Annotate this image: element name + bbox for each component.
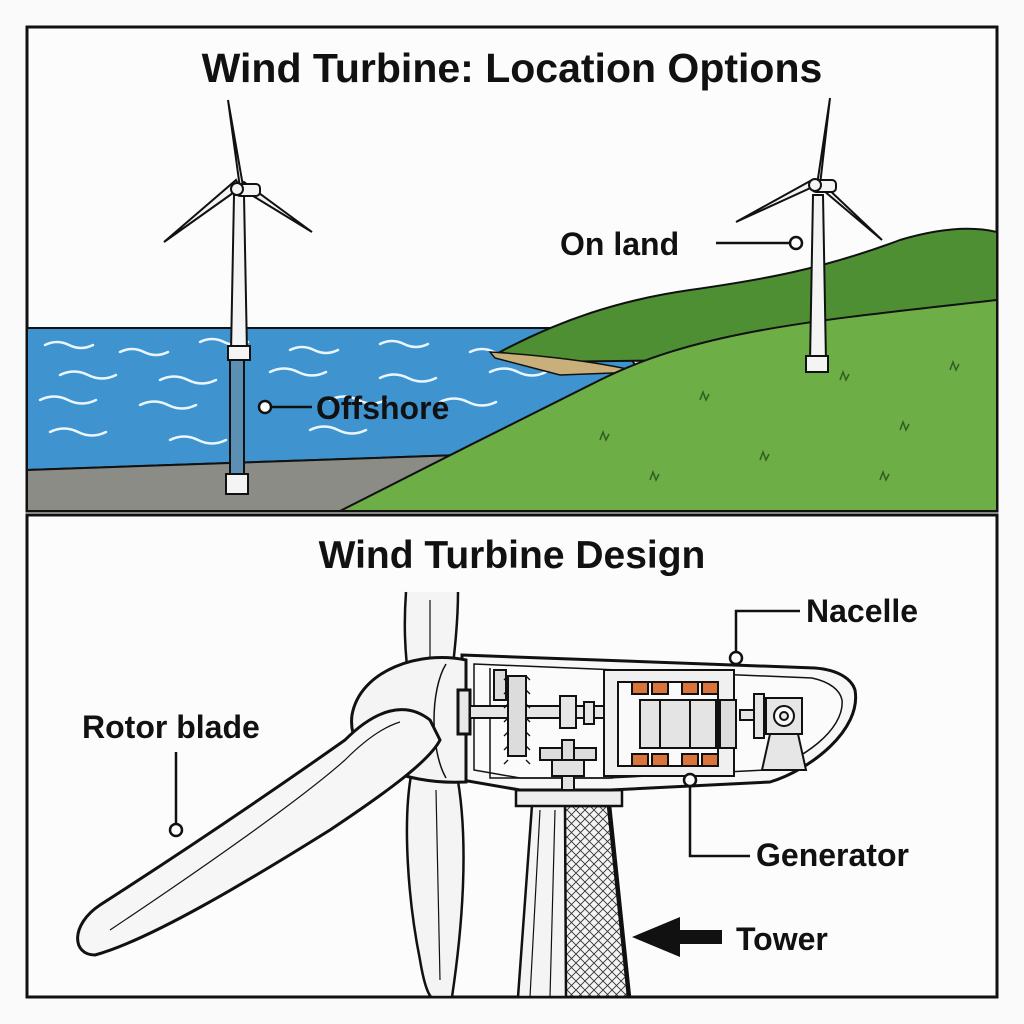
rotor-blade-label: Rotor blade [82, 709, 260, 745]
front-hill [339, 298, 997, 511]
onshore-turbine [735, 97, 883, 373]
grass-tufts [599, 359, 960, 482]
gearbox [493, 669, 597, 781]
generator-unit [603, 669, 737, 777]
top-panel: Wind Turbine: Location Options Offshore … [25, 25, 999, 513]
offshore-callout: Offshore [257, 390, 449, 426]
offshore-label: Offshore [316, 390, 449, 426]
bottom-panel-title: Wind Turbine Design [319, 534, 706, 577]
nacelle-label: Nacelle [806, 593, 918, 629]
rotor-blade-callout: Rotor blade [82, 709, 260, 838]
yaw-drive [551, 759, 585, 791]
brake-unit [739, 693, 808, 771]
tower-callout: Tower [632, 917, 828, 957]
tower [505, 774, 633, 997]
offshore-turbine [163, 99, 313, 495]
back-hill [497, 227, 997, 364]
bottom-panel: Wind Turbine Design [25, 513, 999, 999]
tower-label: Tower [736, 921, 828, 957]
tower-arrow-icon [632, 917, 680, 957]
rotor-blade [76, 708, 442, 957]
on-land-callout: On land [560, 226, 804, 262]
top-panel-title: Wind Turbine: Location Options [202, 45, 823, 91]
generator-label: Generator [756, 837, 909, 873]
generator-callout: Generator [682, 772, 909, 873]
on-land-label: On land [560, 226, 679, 262]
nacelle-callout: Nacelle [728, 593, 918, 666]
